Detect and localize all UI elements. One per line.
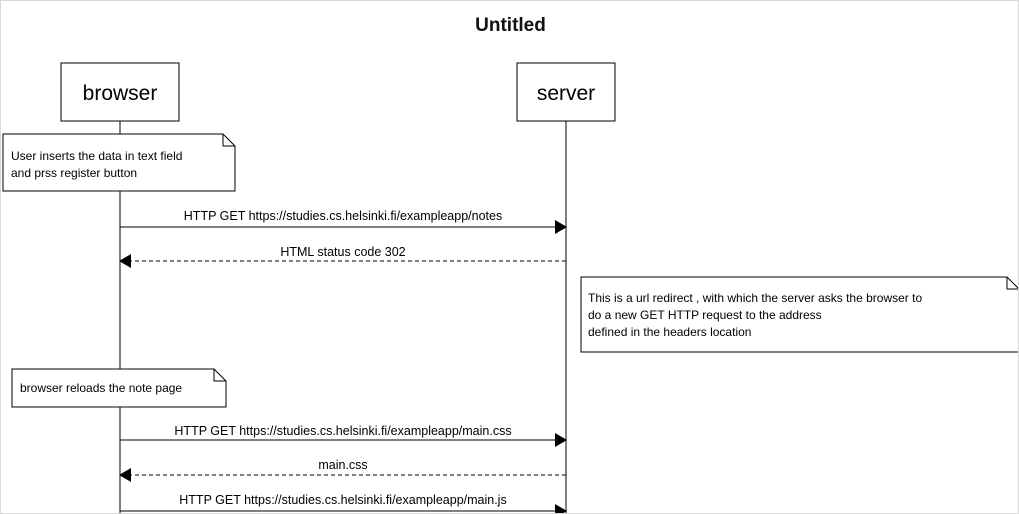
- message-status-302: HTML status code 302: [119, 245, 566, 268]
- participant-server-label: server: [537, 82, 595, 105]
- message-get-main-js: HTTP GET https://studies.cs.helsinki.fi/…: [120, 493, 567, 513]
- message-1-label: HTTP GET https://studies.cs.helsinki.fi/…: [184, 209, 502, 223]
- message-2-label: HTML status code 302: [280, 245, 405, 259]
- message-main-css-response: main.css: [119, 458, 566, 482]
- note-url-redirect: This is a url redirect , with which the …: [580, 276, 1018, 353]
- note-1-line-1: User inserts the data in text field: [11, 149, 182, 163]
- message-get-main-css: HTTP GET https://studies.cs.helsinki.fi/…: [120, 424, 567, 447]
- diagram-title: Untitled: [475, 15, 546, 36]
- note-2-line-3: defined in the headers location: [588, 325, 751, 339]
- participant-browser-label: browser: [83, 82, 158, 105]
- message-3-label: HTTP GET https://studies.cs.helsinki.fi/…: [174, 424, 511, 438]
- message-4-label: main.css: [318, 458, 367, 472]
- participant-browser: browser: [60, 62, 180, 122]
- participant-server: server: [516, 62, 616, 122]
- note-1-line-2: and prss register button: [11, 166, 137, 180]
- note-2-line-1: This is a url redirect , with which the …: [588, 291, 922, 305]
- message-5-label: HTTP GET https://studies.cs.helsinki.fi/…: [179, 493, 506, 507]
- note-3-line-1: browser reloads the note page: [20, 381, 182, 395]
- note-browser-reloads: browser reloads the note page: [11, 368, 227, 408]
- note-user-inserts: User inserts the data in text field and …: [2, 133, 236, 192]
- message-get-notes: HTTP GET https://studies.cs.helsinki.fi/…: [120, 209, 567, 234]
- note-2-line-2: do a new GET HTTP request to the address: [588, 308, 822, 322]
